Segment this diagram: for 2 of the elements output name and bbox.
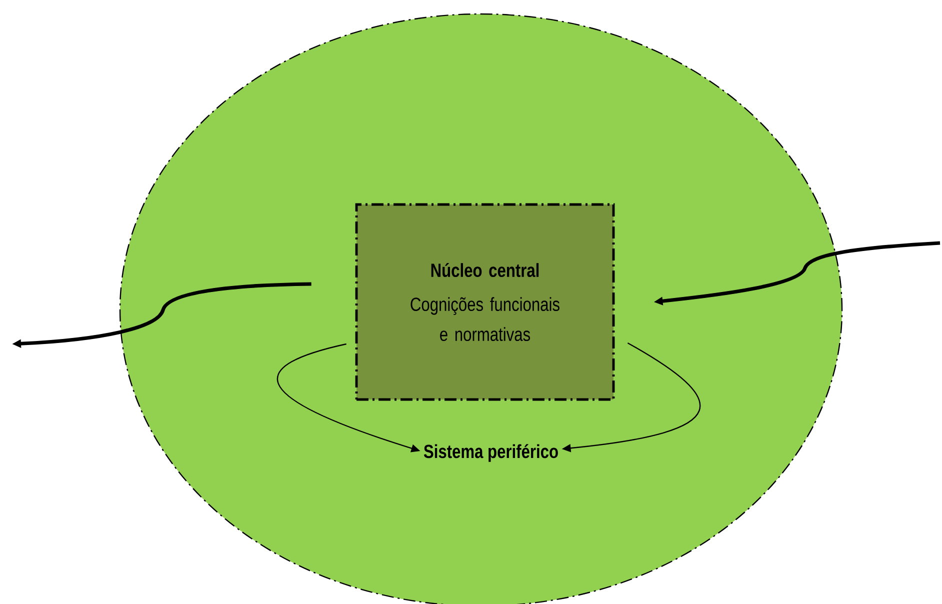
region-label: Sistema periférico	[424, 444, 558, 462]
core-box: Núcleo central Cognições funcionais e normativas	[355, 203, 615, 401]
